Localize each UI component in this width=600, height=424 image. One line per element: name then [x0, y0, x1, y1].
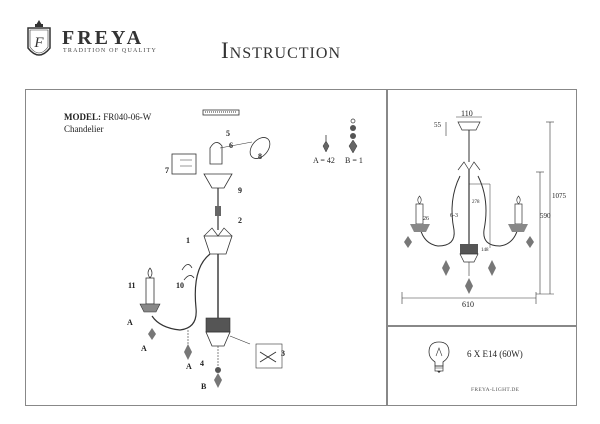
dim-candle-offset: 26	[423, 216, 429, 222]
dim-width: 610	[462, 300, 474, 309]
callout-1: 1	[186, 236, 190, 245]
product-type: Chandelier	[64, 124, 104, 134]
dimension-panel	[387, 89, 577, 327]
dim-arm-offset: 6-3	[450, 213, 458, 219]
bulb-panel	[387, 325, 577, 406]
callout-7: 7	[165, 166, 169, 175]
callout-10: 10	[176, 281, 184, 290]
website: FREYA-LIGHT.DE	[471, 387, 520, 393]
brand-tagline: TRADITION OF QUALITY	[63, 48, 157, 54]
callout-6: 6	[229, 141, 233, 150]
callout-11: 11	[128, 281, 136, 290]
freya-logo-emblem: F	[27, 20, 51, 56]
callout-5: 5	[226, 129, 230, 138]
dim-overall-height: 1075	[552, 192, 566, 200]
assembly-diagram	[139, 109, 283, 388]
crystal-a-icon	[322, 135, 330, 153]
callout-a-3: A	[186, 362, 192, 371]
callout-b: B	[201, 382, 207, 391]
dim-canopy-height: 55	[434, 121, 441, 129]
callout-a-2: A	[141, 344, 147, 353]
callout-3: 3	[281, 349, 285, 358]
svg-text:F: F	[33, 35, 44, 51]
page-title: Instruction	[221, 38, 341, 63]
crystal-b-icon	[348, 118, 358, 154]
assembly-panel	[25, 89, 387, 406]
dim-body-height: 590	[540, 212, 551, 220]
callout-2: 2	[238, 216, 242, 225]
dimension-drawing	[401, 116, 554, 304]
dim-lower-height: 148	[481, 248, 489, 253]
model-label: MODEL:	[64, 112, 101, 122]
bulb-spec: 6 X E14 (60W)	[467, 349, 523, 359]
callout-8: 8	[258, 152, 262, 161]
callout-9: 9	[238, 186, 242, 195]
dim-arm-height: 278	[472, 200, 480, 205]
bulb-icon	[428, 341, 450, 373]
part-b-count: B = 1	[345, 156, 363, 165]
brand-name: FREYA	[62, 27, 145, 49]
dim-top-width: 110	[461, 109, 473, 118]
model-code: FR040-06-W	[103, 112, 152, 122]
part-a-count: A = 42	[313, 156, 335, 165]
model-line: MODEL: FR040-06-W	[64, 112, 151, 122]
callout-a-1: A	[127, 318, 133, 327]
callout-4: 4	[200, 359, 204, 368]
